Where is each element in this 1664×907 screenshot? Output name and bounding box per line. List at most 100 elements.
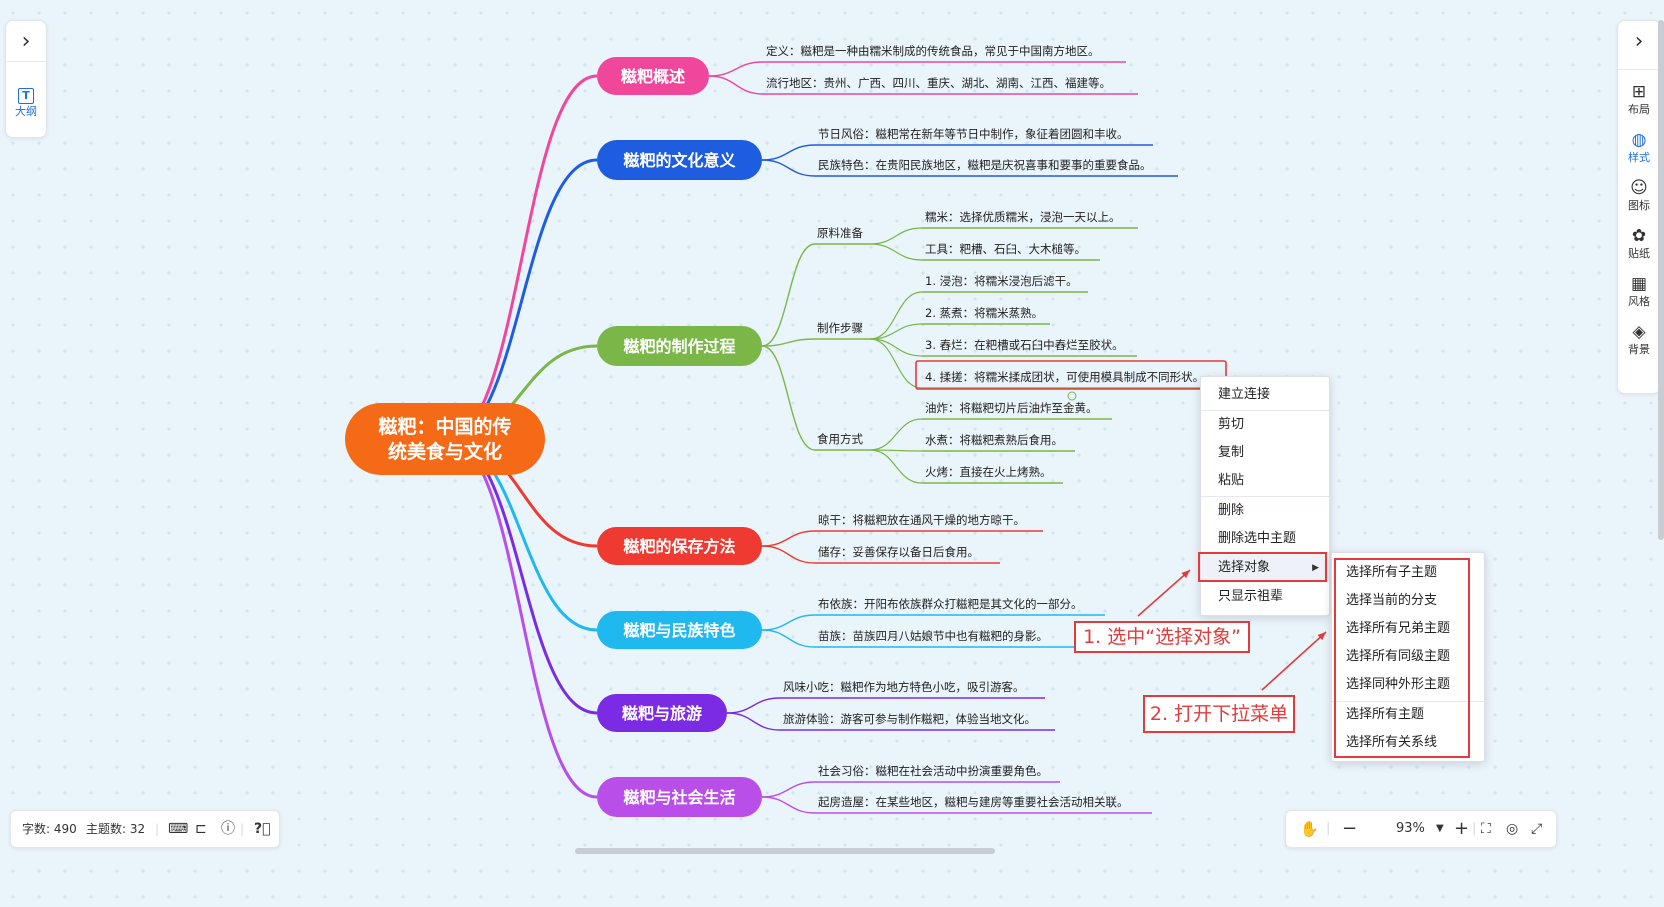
menu-item-cut[interactable]: 剪切 [1218, 417, 1245, 432]
branch-topic-label: 糍粑的文化意义 [623, 151, 735, 170]
callout-step-1: 1. 选中“选择对象” [1074, 621, 1250, 653]
locate-center-icon[interactable]: ◎ [1506, 821, 1519, 837]
sub-topic[interactable]: 流行地区：贵州、广西、四川、重庆、湖北、湖南、江西、福建等。 [766, 76, 1111, 90]
sub-topic[interactable]: 火烤：直接在火上烤熟。 [925, 465, 1052, 479]
callout-step-2: 2. 打开下拉菜单 [1143, 695, 1295, 733]
horizontal-scrollbar[interactable] [575, 848, 995, 854]
fit-screen-icon[interactable]: ⛶ [1481, 821, 1491, 837]
sub-topic[interactable]: 民族特色：在贵阳民族地区，糍粑是庆祝喜事和要事的重要食品。 [818, 158, 1152, 172]
menu-item-show-ancestors-only[interactable]: 只显示祖辈 [1218, 589, 1284, 604]
sub-topic[interactable]: 节日风俗：糍粑常在新年等节日中制作，象征着团圆和丰收。 [818, 127, 1129, 141]
fullscreen-icon[interactable]: ⤢ [1531, 821, 1543, 837]
sub-connector [761, 614, 816, 631]
theme-button[interactable]: ▦ 风格 [1618, 273, 1660, 309]
group-topic[interactable]: 制作步骤 [817, 321, 863, 335]
sub-topic[interactable]: 油炸：将糍粑切片后油炸至金黄。 [925, 401, 1098, 415]
group-connector [761, 338, 816, 347]
background-label: 背景 [1628, 343, 1650, 356]
branch-topic[interactable] [597, 326, 762, 366]
group-connector [761, 345, 816, 451]
zoom-dropdown-chevron-icon[interactable]: ▼ [1436, 823, 1444, 834]
zoom-divider: | [1472, 821, 1477, 836]
add-child-icon[interactable] [1067, 391, 1077, 401]
menu-item-create-link[interactable]: 建立连接 [1218, 387, 1271, 402]
sub-topic[interactable]: 社会习俗：糍粑在社会活动中扮演重要角色。 [818, 764, 1048, 778]
submenu-item-select-same-shape[interactable]: 选择同种外形主题 [1346, 677, 1451, 692]
sub-topic[interactable]: 旅游体验：游客可参与制作糍粑，体验当地文化。 [783, 712, 1036, 726]
layout-button[interactable]: ⊞ 布局 [1618, 81, 1660, 117]
zoom-level[interactable]: 93% [1396, 821, 1425, 836]
sub-topic[interactable]: 1. 浸泡：将糯米浸泡后滤干。 [925, 274, 1078, 288]
branch-topic-label: 糍粑的保存方法 [623, 537, 735, 556]
sub-topic[interactable]: 苗族：苗族四月八姑娘节中也有糍粑的身影。 [818, 629, 1048, 643]
sub-topic[interactable]: 储存：妥善保存以备日后食用。 [818, 545, 979, 559]
sub-connector [761, 545, 816, 564]
sub-topic[interactable]: 水煮：将糍粑煮熟后食用。 [925, 433, 1063, 447]
branch-topic[interactable] [597, 527, 762, 565]
branch-topic[interactable] [597, 140, 762, 180]
background-button[interactable]: ◈ 背景 [1618, 321, 1660, 357]
style-button[interactable]: ◍ 样式 [1618, 129, 1660, 165]
sub-connector [869, 338, 923, 389]
menu-item-delete[interactable]: 删除 [1218, 503, 1245, 518]
left-panel: › T 大纲 [5, 20, 47, 138]
keyboard-icon[interactable]: ⌨ [168, 821, 189, 837]
submenu-item-select-same-level[interactable]: 选择所有同级主题 [1346, 649, 1451, 664]
sub-topic[interactable]: 糯米：选择优质糯米，浸泡一天以上。 [925, 210, 1121, 224]
sticker-button[interactable]: ✿ 贴纸 [1618, 225, 1660, 261]
info-icon[interactable]: ⓘ [221, 821, 235, 837]
branch-topic[interactable] [597, 57, 709, 95]
hand-pan-icon[interactable]: ✋ [1300, 820, 1319, 838]
sub-topic[interactable]: 定义：糍粑是一种由糯米制成的传统食品，常见于中国南方地区。 [766, 44, 1100, 58]
branch-topic[interactable] [597, 777, 762, 817]
submenu-arrow-icon: ▶ [1312, 563, 1319, 573]
sub-topic[interactable]: 布依族：开阳布依族群众打糍粑是其文化的一部分。 [818, 597, 1083, 611]
submenu-item-select-all-siblings[interactable]: 选择所有兄弟主题 [1346, 621, 1451, 636]
layout-label: 布局 [1628, 103, 1650, 116]
branch-topic-label: 糍粑与旅游 [622, 704, 702, 723]
menu-item-copy[interactable]: 复制 [1218, 445, 1245, 460]
help-icon[interactable]: ?⃝ [254, 821, 271, 837]
submenu-item-select-all-topics[interactable]: 选择所有主题 [1346, 707, 1425, 722]
icon-label: 图标 [1628, 199, 1650, 212]
menu-item-select-object[interactable]: 选择对象 ▶ [1201, 554, 1329, 582]
context-menu: 建立连接 剪切 复制 粘贴 删除 删除选中主题 选择对象 ▶ 只显示祖辈 [1200, 376, 1330, 616]
submenu-item-select-all-relations[interactable]: 选择所有关系线 [1346, 735, 1438, 750]
group-topic[interactable]: 原料准备 [817, 226, 863, 240]
submenu-item-select-all-children[interactable]: 选择所有子主题 [1346, 565, 1438, 580]
sub-topic[interactable]: 风味小吃：糍粑作为地方特色小吃，吸引游客。 [783, 680, 1025, 694]
icon-button[interactable]: ☺ 图标 [1618, 177, 1660, 213]
root-topic-line-2: 统美食与文化 [388, 440, 502, 463]
zoom-out-icon[interactable]: − [1342, 818, 1358, 839]
vertical-scrollbar[interactable] [1658, 20, 1664, 540]
group-topic[interactable]: 食用方式 [817, 432, 863, 446]
expand-left-chevron-icon[interactable]: › [21, 29, 31, 54]
style-label: 样式 [1628, 151, 1650, 164]
zoom-in-plus-icon[interactable]: + [1454, 818, 1470, 839]
outline-button[interactable]: T 大纲 [6, 83, 46, 119]
zoom-bar: ✋ | − 93% ▼ + | ⛶ ◎ ⤢ [1285, 810, 1557, 848]
status-divider: | [240, 822, 245, 836]
sub-topic[interactable]: 3. 舂烂：在粑槽或石臼中舂烂至胶状。 [925, 338, 1124, 352]
branch-topic-label: 糍粑概述 [621, 67, 685, 86]
minimap-icon[interactable]: ⊏ [195, 821, 207, 837]
branch-topic[interactable] [597, 694, 727, 732]
root-topic[interactable] [345, 403, 545, 475]
submenu-item-select-current-branch[interactable]: 选择当前的分支 [1346, 593, 1438, 608]
sticker-label: 贴纸 [1628, 247, 1650, 260]
sub-topic[interactable]: 晾干：将糍粑放在通风干燥的地方晾干。 [818, 513, 1025, 527]
sub-connector [726, 697, 781, 714]
right-panel: › ⊞ 布局 ◍ 样式 ☺ 图标 ✿ 贴纸 ▦ 风格 ◈ 背景 [1617, 20, 1661, 394]
sub-topic[interactable]: 工具：粑槽、石臼、大木槌等。 [925, 242, 1086, 256]
sub-connector [869, 449, 923, 484]
menu-item-delete-selected-topic[interactable]: 删除选中主题 [1218, 531, 1297, 546]
smiley-icon: ☺ [1630, 178, 1648, 198]
sub-topic[interactable]: 4. 揉搓：将糯米揉成团状，可使用模具制成不同形状。 [925, 370, 1204, 384]
sub-topic[interactable]: 2. 蒸煮：将糯米蒸熟。 [925, 306, 1043, 320]
menu-item-paste[interactable]: 粘贴 [1218, 473, 1245, 488]
expand-right-chevron-icon[interactable]: › [1634, 29, 1644, 54]
sub-topic[interactable]: 起房造屋：在某些地区，糍粑与建房等重要社会活动相关联。 [818, 795, 1129, 809]
menu-separator [1201, 496, 1329, 497]
branch-topic[interactable] [597, 611, 762, 649]
